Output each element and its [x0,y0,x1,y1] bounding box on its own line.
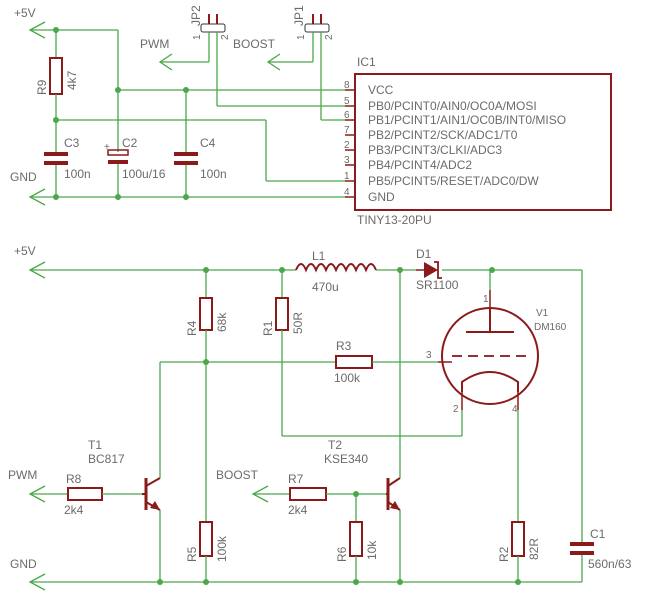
c3-value: 100n [64,167,91,181]
r7-name: R7 [288,472,304,486]
r5-value: 100k [215,535,229,562]
d1-name: D1 [416,247,432,261]
t2-value: KSE340 [324,452,368,466]
svg-text:2: 2 [453,404,459,415]
r7-value: 2k4 [288,503,308,517]
svg-text:4: 4 [512,404,518,415]
c2-value: 100u/16 [122,167,166,181]
t1-transistor [142,477,161,511]
svg-text:4: 4 [344,187,350,198]
ic1-pin-label: PB1/PCINT1/AIN1/OC0B/INT0/MISO [368,113,566,127]
jp1-name: JP1 [292,5,306,26]
r8-value: 2k4 [64,503,84,517]
ic1-pin-label: GND [368,190,395,204]
jp1-jumper [304,14,330,33]
r1-resistor [275,297,289,331]
r5-resistor [199,521,213,557]
jp2-name: JP2 [189,5,203,26]
svg-text:5: 5 [344,96,350,107]
ic1-pin-label: PB3/PCINT3/CLKI/ADC3 [368,143,502,157]
gnd-label-top: GND [10,170,37,184]
r8-name: R8 [66,472,82,486]
ic1-name: IC1 [357,55,376,69]
r3-name: R3 [336,339,352,353]
svg-text:1: 1 [296,34,307,40]
svg-text:+: + [104,142,110,153]
r3-value: 100k [334,371,361,385]
r4-resistor [199,297,213,331]
vcc-label-top: +5V [14,6,36,20]
r9-resistor [49,57,63,95]
r6-value: 10k [365,540,379,560]
c1-name: C1 [590,527,606,541]
r2-resistor [511,521,525,557]
r4-value: 68k [215,312,229,332]
r6-resistor [349,521,363,557]
ic1-part: TINY13-20PU [357,213,432,227]
pwm-label-top: PWM [140,37,169,51]
v1-tube [441,307,539,405]
t1-value: BC817 [88,452,125,466]
ic1-pins [345,89,355,198]
mcu-section: +5V GND R9 4k7 C3 100n + C2 100u/16 [10,5,612,227]
c4-name: C4 [200,136,216,150]
v1-value: DM160 [534,322,567,333]
c4-value: 100n [200,167,227,181]
ic1-pin-label: VCC [368,83,394,97]
boost-label-top: BOOST [233,37,276,51]
pwm-label-bottom: PWM [8,468,37,482]
r2-name: R2 [497,546,511,562]
c1-value: 560n/63 [588,557,632,571]
v1-name: V1 [536,308,549,319]
t2-transistor [386,477,401,511]
svg-text:3: 3 [426,350,432,361]
svg-text:6: 6 [344,110,350,121]
svg-text:7: 7 [344,125,350,136]
ic1-body [354,73,612,211]
r3-resistor [335,355,373,369]
r1-name: R1 [261,320,275,336]
c3-name: C3 [64,136,80,150]
r2-value: 82R [527,538,541,560]
svg-text:3: 3 [344,155,350,166]
svg-text:1: 1 [344,171,350,182]
c2-name: C2 [122,136,138,150]
svg-text:2: 2 [220,34,231,40]
l1-inductor [295,263,377,273]
svg-text:1: 1 [192,34,203,40]
svg-text:1: 1 [483,294,489,305]
l1-value: 470u [312,280,339,294]
d1-diode [424,262,438,278]
jp2-jumper [200,14,226,33]
r1-value: 50R [291,312,305,334]
boost-label-bottom: BOOST [216,468,259,482]
ic1-pin-label: PB4/PCINT4/ADC2 [368,158,472,172]
t2-name: T2 [328,438,342,452]
l1-name: L1 [312,249,326,263]
r9-name: R9 [35,79,49,95]
ic1-pin-label: PB2/PCINT2/SCK/ADC1/T0 [368,128,518,142]
svg-text:2: 2 [324,34,335,40]
ic1-pin-label: PB0/PCINT0/AIN0/OC0A/MOSI [368,99,537,113]
svg-text:8: 8 [344,80,350,91]
gnd-label-bottom: GND [10,557,37,571]
r7-resistor [289,487,327,501]
t1-name: T1 [88,438,102,452]
vcc-label-bottom: +5V [14,244,36,258]
r9-value: 4k7 [65,70,79,90]
r4-name: R4 [185,320,199,336]
ic1-pin-label: PB5/PCINT5/RESET/ADC0/DW [368,174,539,188]
svg-text:2: 2 [344,140,350,151]
r8-resistor [67,487,103,501]
d1-value: SR1100 [416,278,459,292]
r6-name: R6 [335,546,349,562]
r5-name: R5 [185,546,199,562]
boost-section: +5V L1 470u D1 SR1100 R4 68k R1 50R [8,244,632,591]
